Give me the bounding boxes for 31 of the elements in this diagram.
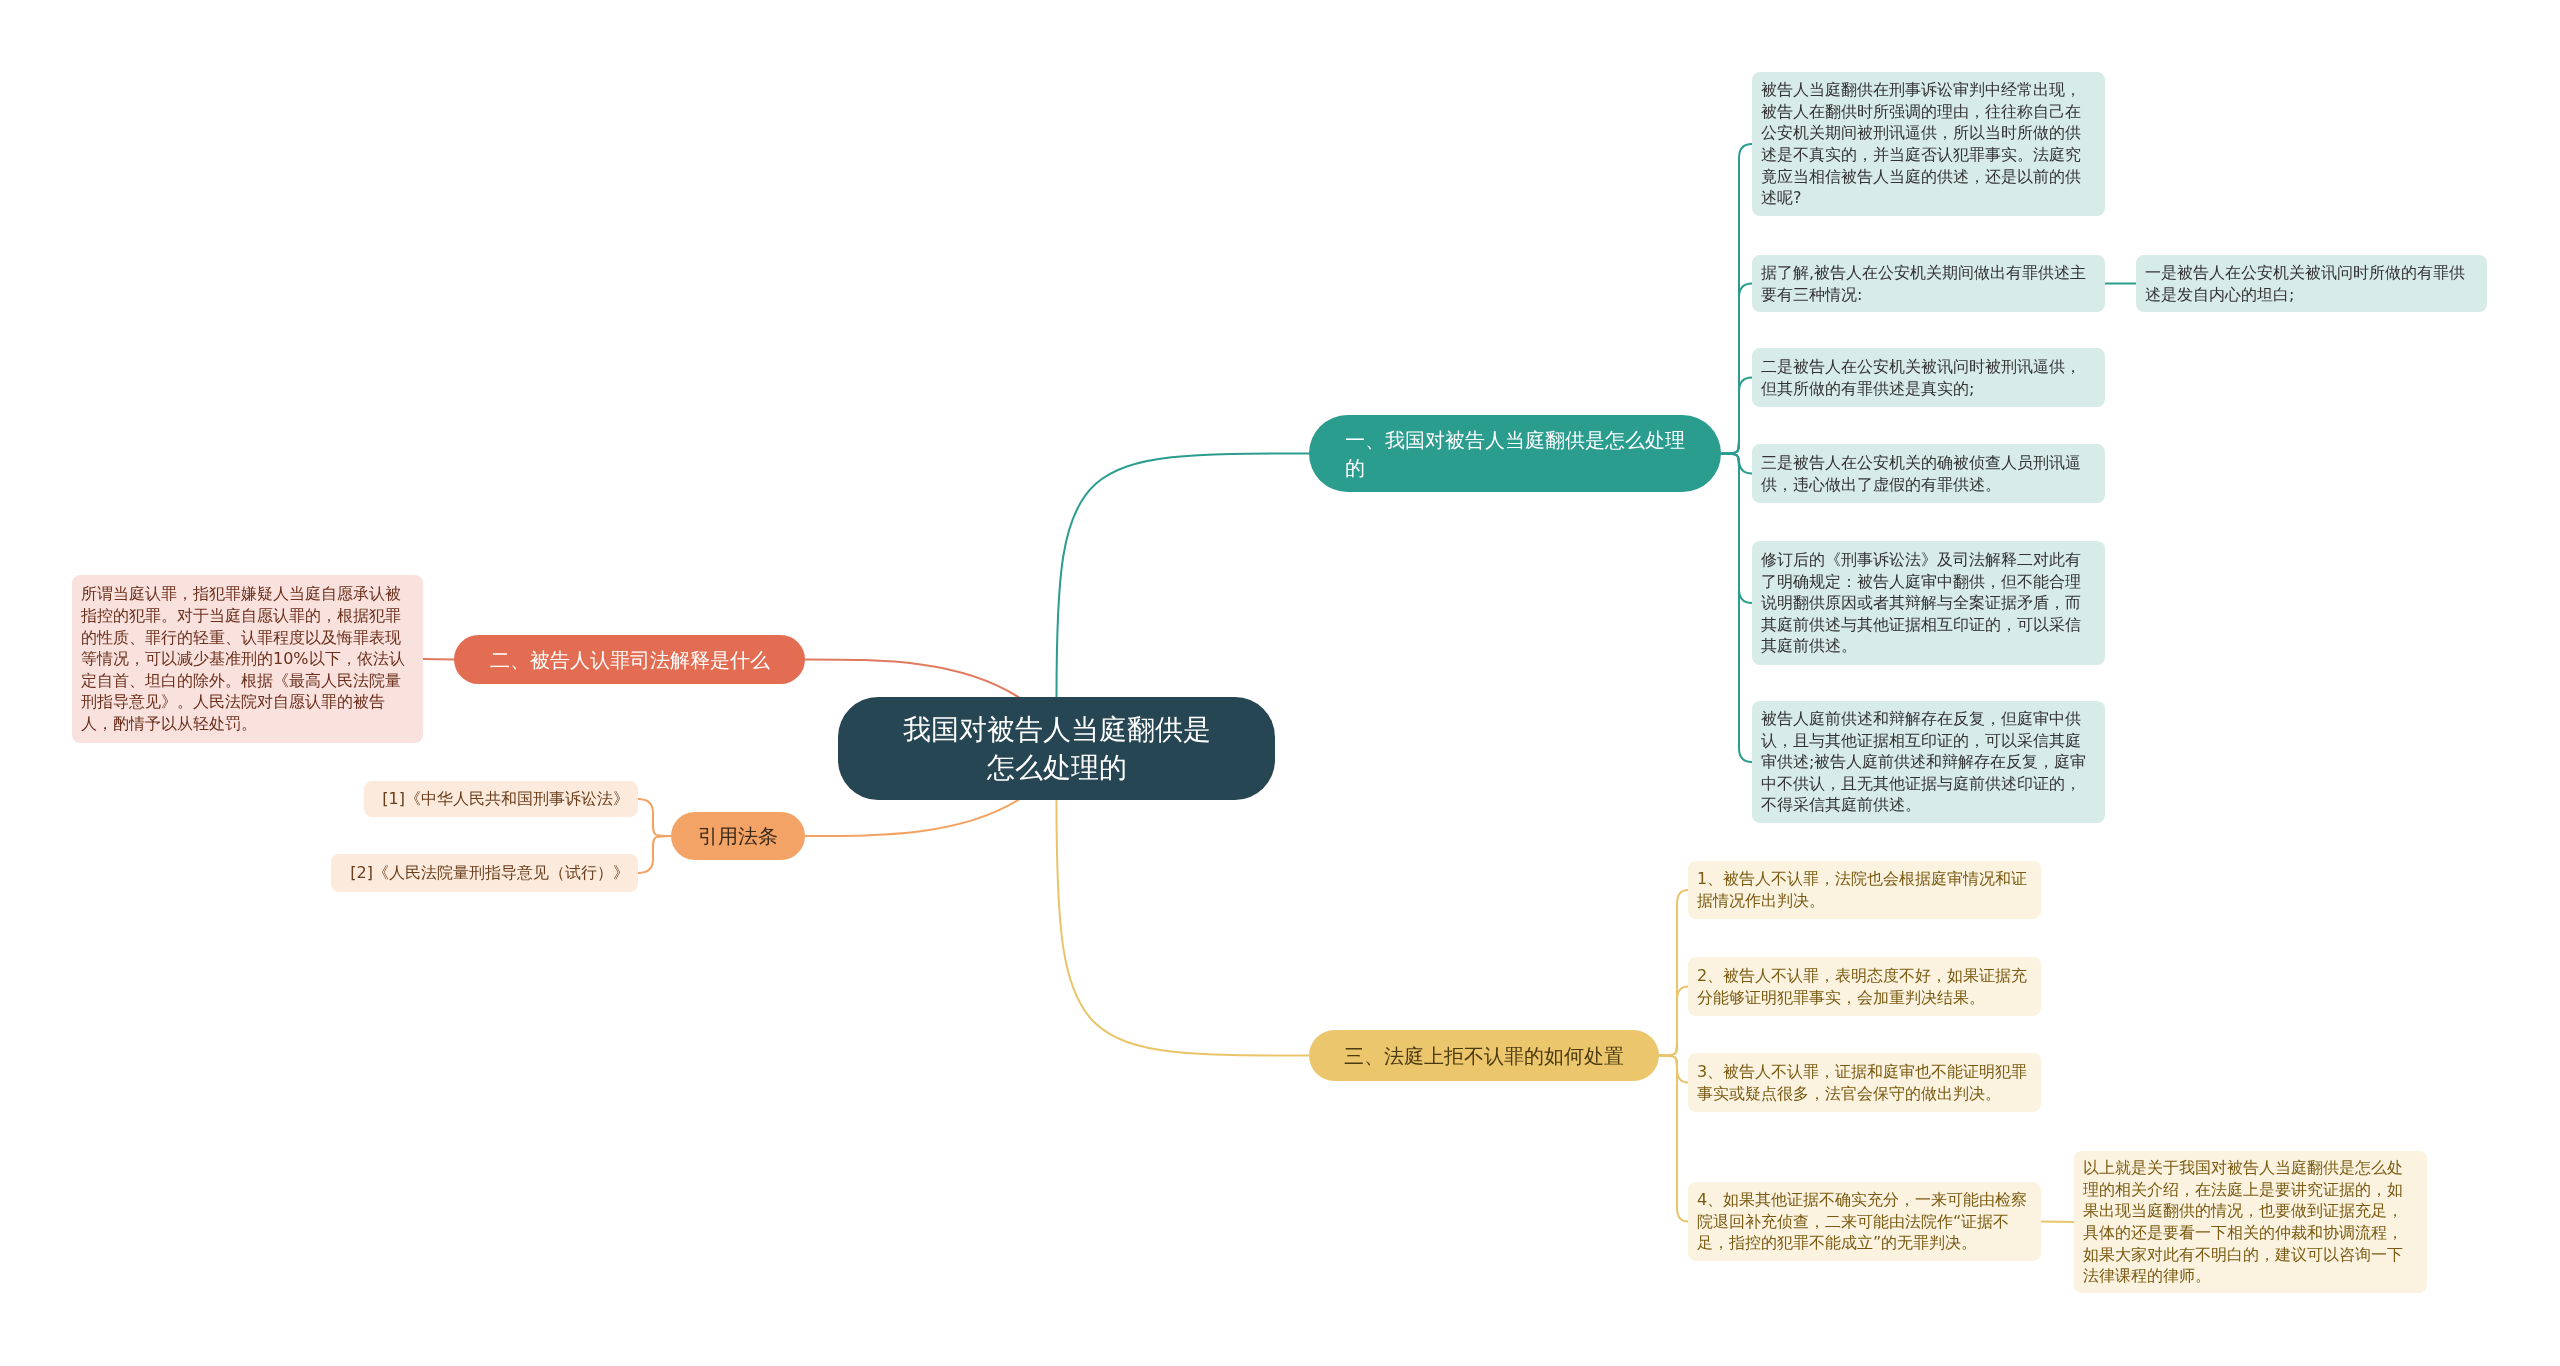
connector-line [1720, 452, 1753, 763]
connector-line [1055, 452, 1310, 698]
connector-line [637, 835, 672, 874]
note-box: 被告人庭前供述和辩解存在反复，但庭审中供认，且与其他证据相互印证的，可以采信其庭审供述;被告人庭前供述和辩解存在反复，庭审中不供认，且无其他证据与庭前供述印证的，不得采信其庭前供述。 [1752, 701, 2105, 823]
note-box: 二是被告人在公安机关被讯问时被刑讯逼供，但其所做的有罪供述是真实的; [1752, 348, 2105, 407]
note-box: 一是被告人在公安机关被讯问时所做的有罪供述是发自内心的坦白; [2136, 255, 2487, 312]
note-box: [2]《人民法院量刑指导意见（试行）》 [331, 854, 638, 892]
topic-box: 三、法庭上拒不认罪的如何处置 [1309, 1030, 1659, 1081]
note-box: 2、被告人不认罪，表明态度不好，如果证据充分能够证明犯罪事实，会加重判决结果。 [1688, 957, 2041, 1016]
note-box: 3、被告人不认罪，证据和庭审也不能证明犯罪事实或疑点很多，法官会保守的做出判决。 [1688, 1053, 2041, 1112]
note-box: 4、如果其他证据不确实充分，一来可能由检察院退回补充侦查，二来可能由法院作“证据不足，指控的犯罪不能成立”的无罪判决。 [1688, 1182, 2041, 1261]
topic-box: 引用法条 [671, 812, 805, 860]
note-box: 以上就是关于我国对被告人当庭翻供是怎么处理的相关介绍，在法庭上是要讲究证据的，如果出现当庭翻供的情况，也要做到证据充足，具体的还是要看一下相关的仲裁和协调流程，如果大家对此有不明白的，建议可以咨询一下法律课程的律师。 [2074, 1151, 2427, 1293]
note-box: 三是被告人在公安机关的确被侦查人员刑讯逼供，违心做出了虚假的有罪供述。 [1752, 444, 2105, 503]
note-box: 被告人当庭翻供在刑事诉讼审判中经常出现，被告人在翻供时所强调的理由，往往称自己在公安机关期间被刑讯逼供，所以当时所做的供述是不真实的，并当庭否认犯罪事实。法庭究竟应当相信被告人当庭的供述，还是以前的供述呢? [1752, 72, 2105, 216]
note-box: 所谓当庭认罪，指犯罪嫌疑人当庭自愿承认被指控的犯罪。对于当庭自愿认罪的，根据犯罪的性质、罪行的轻重、认罪程度以及悔罪表现等情况，可以减少基准刑的10%以下，依法认定自首、坦白的除外。根据《最高人民法院量刑指导意见》。人民法院对自愿认罪的被告人，酌情予以从轻处罚。 [72, 575, 423, 743]
connector-line [2104, 282, 2137, 285]
central-topic: 我国对被告人当庭翻供是怎么处理的 [838, 697, 1275, 800]
topic-box: 一、我国对被告人当庭翻供是怎么处理的 [1309, 415, 1721, 492]
topic-box: 二、被告人认罪司法解释是什么 [454, 635, 805, 684]
connector-line [2040, 1220, 2075, 1223]
note-box: [1]《中华人民共和国刑事诉讼法》 [364, 781, 638, 817]
connector-line [422, 658, 455, 661]
connector-line [804, 658, 1023, 700]
connector-line [1055, 799, 1310, 1057]
connector-line [1720, 376, 1753, 455]
note-box: 修订后的《刑事诉讼法》及司法解释二对此有了明确规定：被告人庭审中翻供，但不能合理说明翻供原因或者其辩解与全案证据矛盾，而其庭前供述与其他证据相互印证的，可以采信其庭前供述。 [1752, 541, 2105, 665]
note-box: 1、被告人不认罪，法院也会根据庭审情况和证据情况作出判决。 [1688, 861, 2041, 919]
note-box: 据了解,被告人在公安机关期间做出有罪供述主要有三种情况: [1752, 255, 2105, 312]
connector-line [1658, 985, 1689, 1057]
connector-line [1658, 1054, 1689, 1223]
